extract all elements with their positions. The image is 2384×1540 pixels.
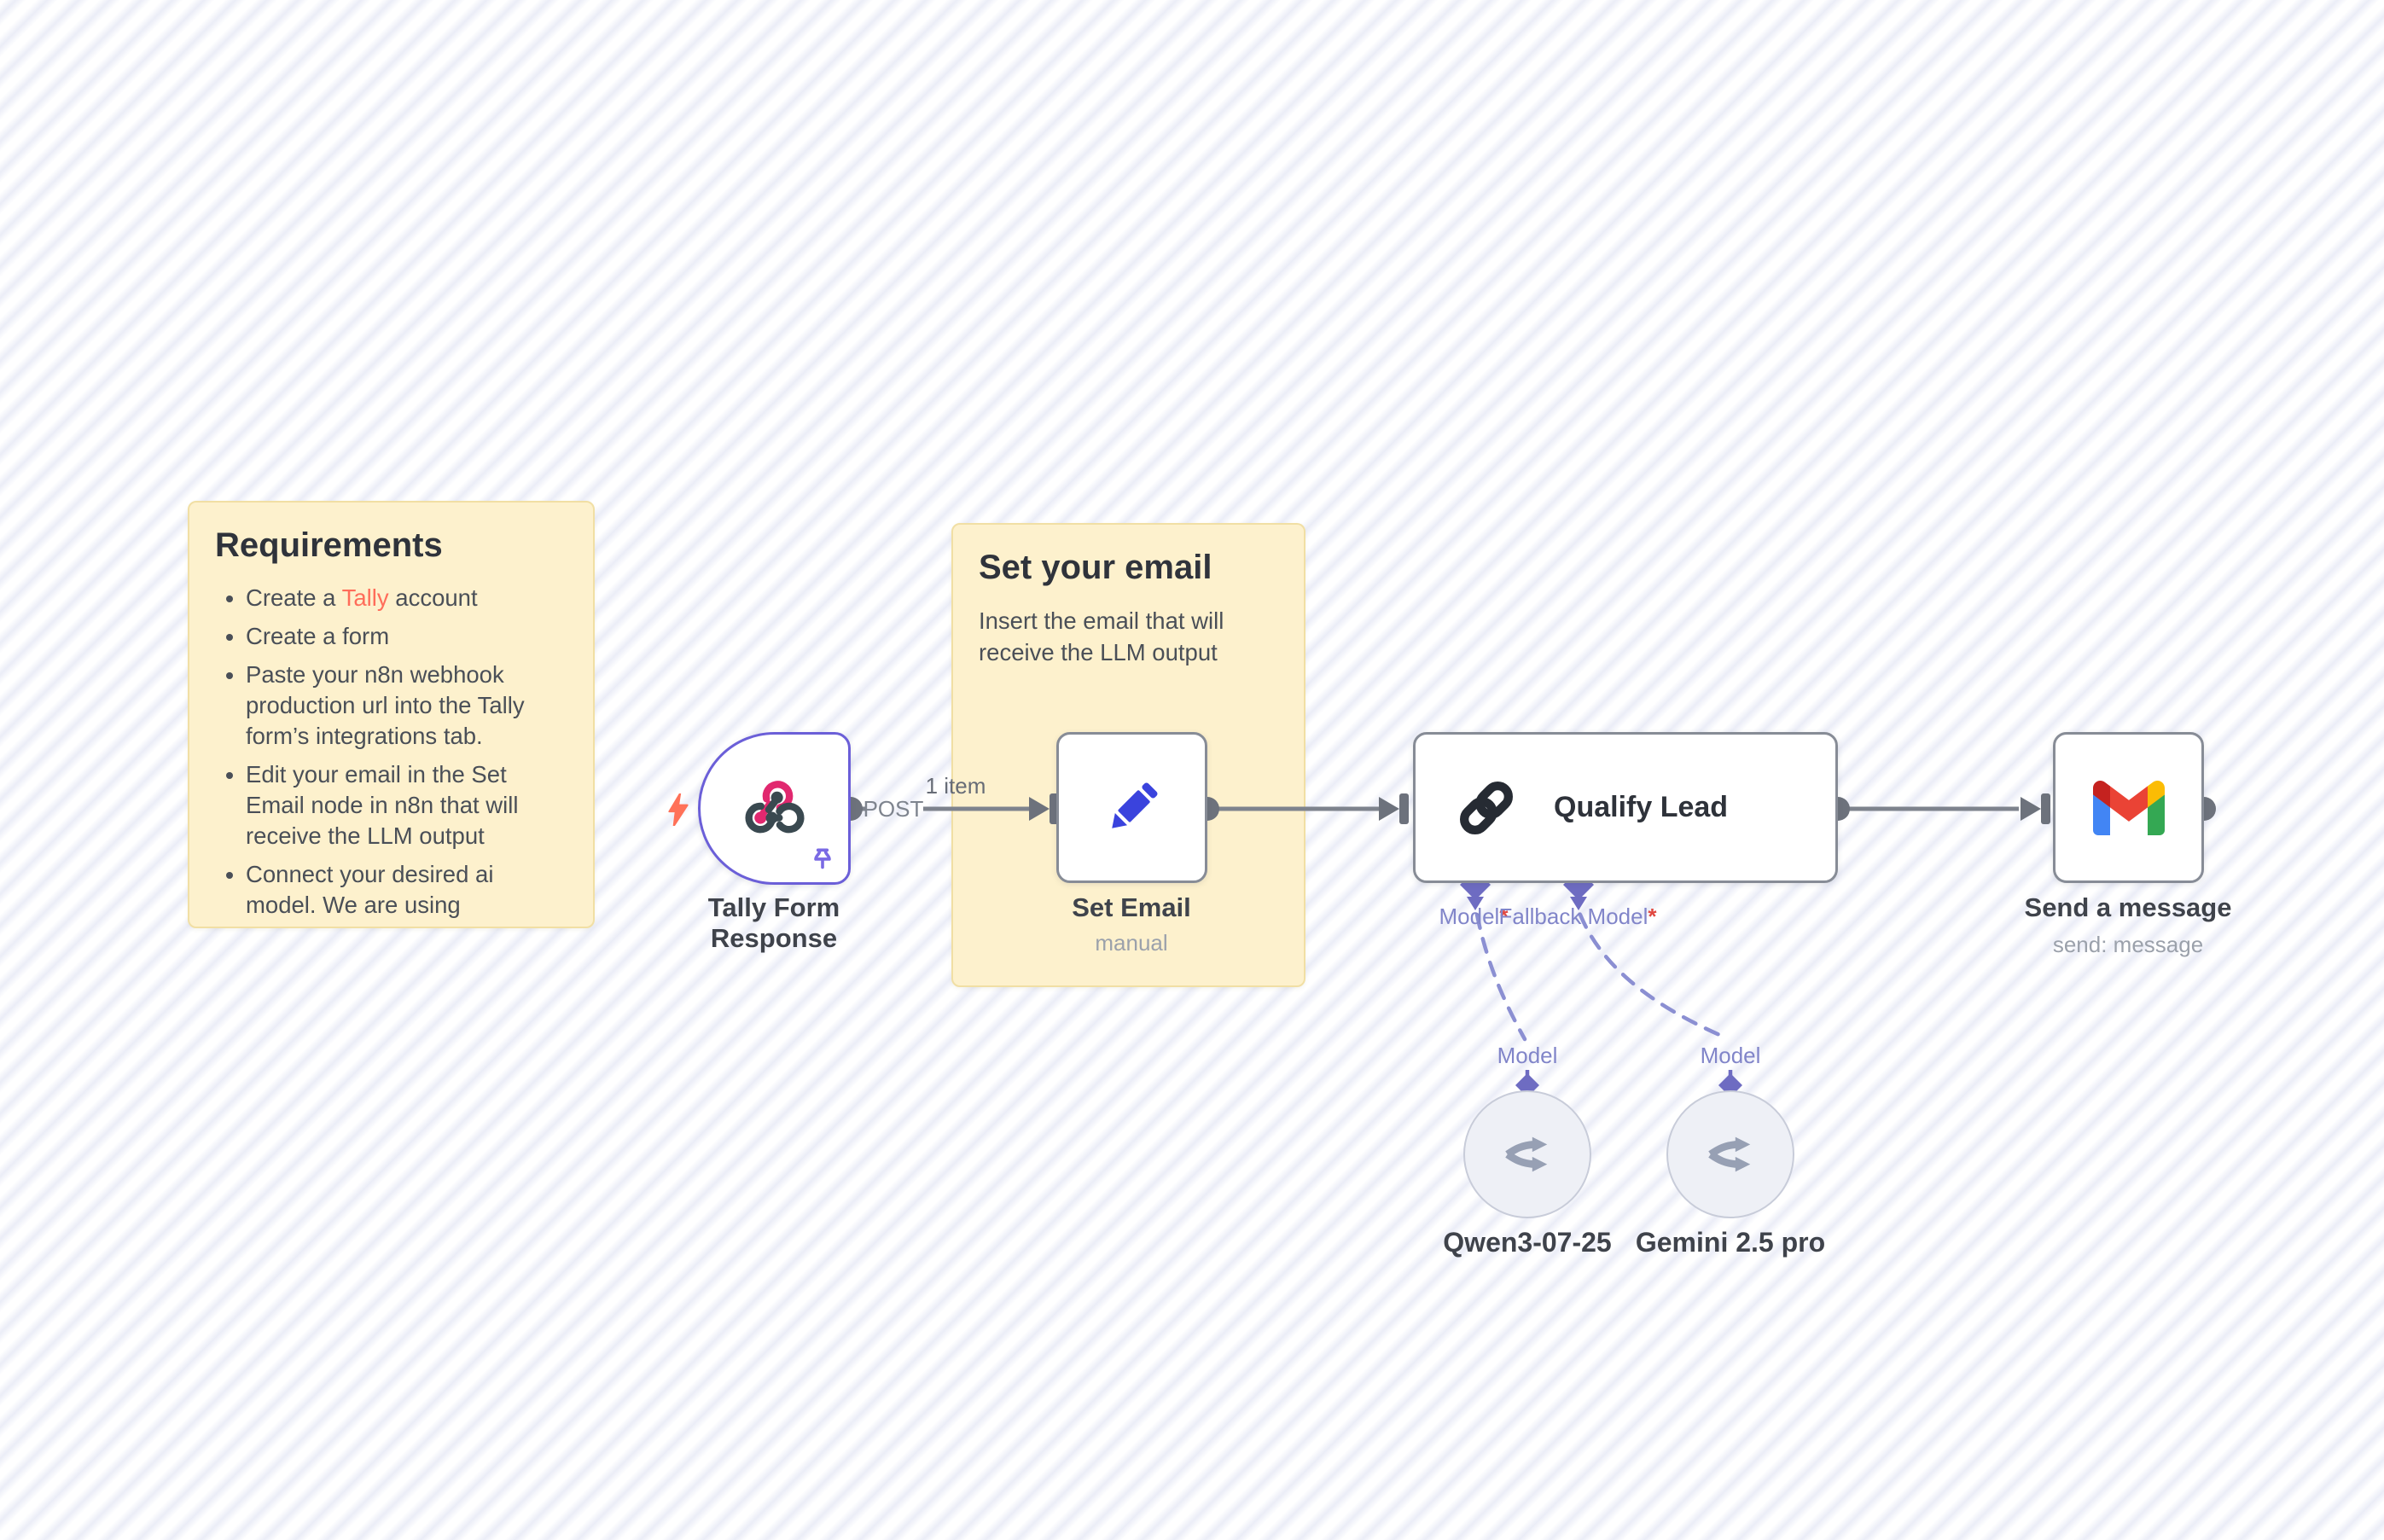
sticky-title: Requirements bbox=[215, 526, 443, 564]
label-qwen-model: Qwen3-07-25 bbox=[1443, 1227, 1612, 1258]
wire-qwen-to-qualify[interactable] bbox=[1474, 912, 1527, 1042]
input-arrow-setemail bbox=[1029, 797, 1050, 821]
input-arrow-gmail bbox=[2021, 797, 2041, 821]
required-asterisk: * bbox=[1648, 904, 1657, 929]
wire-items-label: 1 item bbox=[926, 773, 986, 799]
input-port-qualify[interactable] bbox=[1399, 793, 1409, 824]
label-send-a-message: Send a message bbox=[2024, 892, 2232, 922]
node-tally-form-response[interactable] bbox=[698, 732, 851, 885]
gmail-icon bbox=[2092, 780, 2165, 835]
requirement-item: Create a Tally account bbox=[246, 583, 567, 613]
pin-icon[interactable] bbox=[808, 846, 837, 875]
label-gemini-model: Gemini 2.5 pro bbox=[1635, 1227, 1826, 1258]
openrouter-icon bbox=[1708, 1136, 1751, 1172]
sticky-note-requirements[interactable]: Requirements Create a Tally account Crea… bbox=[188, 501, 595, 928]
node-qwen-model[interactable] bbox=[1463, 1090, 1591, 1218]
node-title: Qualify Lead bbox=[1554, 791, 1729, 823]
sublabel-set-email: manual bbox=[1095, 930, 1168, 956]
trigger-bolt-icon bbox=[668, 793, 689, 826]
port-label-qwen-model: Model bbox=[1497, 1043, 1558, 1068]
node-set-email[interactable] bbox=[1056, 732, 1207, 883]
wire-method-label: POST bbox=[863, 796, 924, 822]
port-label-model: Model* bbox=[1439, 904, 1509, 929]
port-label-fallback-model: Fallback Model* bbox=[1498, 904, 1657, 929]
requirement-item: Edit your email in the Set Email node in… bbox=[246, 759, 567, 851]
webhook-icon bbox=[744, 780, 805, 833]
requirement-item: Create a form bbox=[246, 621, 567, 652]
openrouter-link[interactable]: OpenRouter bbox=[246, 922, 374, 927]
ai-port-model-tail bbox=[1467, 897, 1484, 910]
input-arrow-qualify bbox=[1379, 797, 1399, 821]
input-port-gmail[interactable] bbox=[2041, 793, 2050, 824]
required-asterisk: * bbox=[1499, 904, 1509, 929]
port-label-gemini-model: Model bbox=[1700, 1043, 1761, 1068]
pencil-icon bbox=[1111, 782, 1157, 828]
sticky-body: Insert the email that will receive the L… bbox=[979, 607, 1224, 665]
sticky-title: Set your email bbox=[979, 549, 1212, 586]
requirement-item: Paste your n8n webhook production url in… bbox=[246, 660, 567, 752]
node-send-a-message[interactable] bbox=[2053, 732, 2204, 883]
requirements-list: Create a Tally account Create a form Pas… bbox=[215, 583, 567, 927]
link-chain-icon bbox=[1460, 781, 1513, 834]
tally-link[interactable]: Tally bbox=[341, 584, 389, 611]
label-tally-form-response: Tally Form Response bbox=[707, 892, 840, 953]
requirement-item: Connect your desired ai model. We are us… bbox=[246, 859, 567, 927]
ai-port-fallback-tail bbox=[1570, 897, 1587, 910]
openrouter-icon bbox=[1505, 1136, 1548, 1172]
wire-gemini-to-qualify[interactable] bbox=[1578, 912, 1728, 1040]
label-set-email: Set Email bbox=[1072, 892, 1191, 922]
sublabel-send-a-message: send: message bbox=[2052, 932, 2204, 957]
node-gemini-model[interactable] bbox=[1666, 1090, 1794, 1218]
node-qualify-lead[interactable]: Qualify Lead bbox=[1413, 732, 1838, 883]
